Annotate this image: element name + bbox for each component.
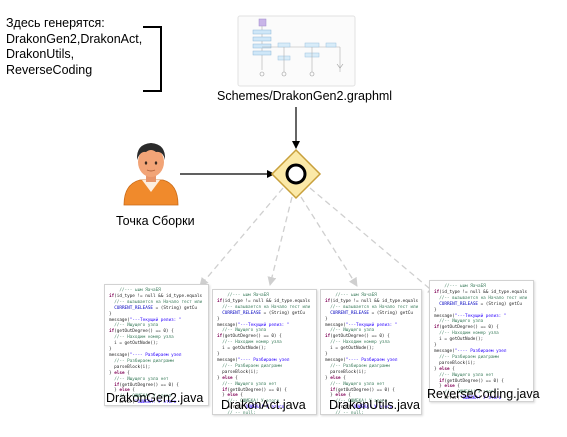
document-reversecoding[interactable]: //--- ьшм ЯачаБЯ if(id_type != null && i… — [429, 280, 534, 402]
note-heading: Здесь генерятся: — [6, 16, 105, 30]
document-drakongen2[interactable]: //--- ьшм ЯачаБЯ if(id_type != null && i… — [104, 284, 209, 406]
code-preview: //--- ьшм ЯачаБЯ if(id_type != null && i… — [217, 293, 311, 415]
scheme-label: Schemes/DrakonGen2.graphml — [217, 89, 393, 103]
edge-gateway-to-drakonact — [267, 196, 293, 286]
code-preview: //--- ьшм ЯачаБЯ if(id_type != null && i… — [325, 293, 419, 415]
document-label-drakonact: DrakonAct.java — [221, 398, 306, 412]
note-item: ReverseCoding — [6, 62, 93, 77]
document-drakonutils[interactable]: //--- ьшм ЯачаБЯ if(id_type != null && i… — [320, 289, 422, 415]
note-item: DrakonGen2,DrakonAct, — [6, 31, 143, 46]
document-drakonact[interactable]: //--- ьшм ЯачаБЯ if(id_type != null && i… — [212, 289, 317, 415]
build-gateway[interactable] — [270, 148, 322, 200]
person-icon — [123, 143, 179, 206]
note-bracket — [143, 26, 162, 92]
document-label-drakongen2: DrakonGen2.java — [106, 391, 204, 405]
edge-gateway-to-reversecoding — [309, 187, 437, 295]
edge-gateway-to-drakonutils — [300, 196, 358, 287]
person-label: Точка Сборки — [116, 214, 195, 228]
note-item: DrakonUtils, — [6, 47, 75, 61]
code-preview: //--- ьшм ЯачаБЯ if(id_type != null && i… — [434, 284, 528, 402]
document-label-reversecoding: ReverseCoding.java — [427, 387, 540, 401]
document-label-drakonutils: DrakonUtils.java — [329, 398, 421, 412]
generated-files-note: Здесь генерятся: DrakonGen2,DrakonAct, D… — [6, 16, 156, 78]
edge-gateway-to-drakongen2 — [199, 187, 284, 287]
scheme-thumbnail[interactable] — [237, 15, 356, 87]
code-preview: //--- ьшм ЯачаБЯ if(id_type != null && i… — [109, 288, 203, 406]
